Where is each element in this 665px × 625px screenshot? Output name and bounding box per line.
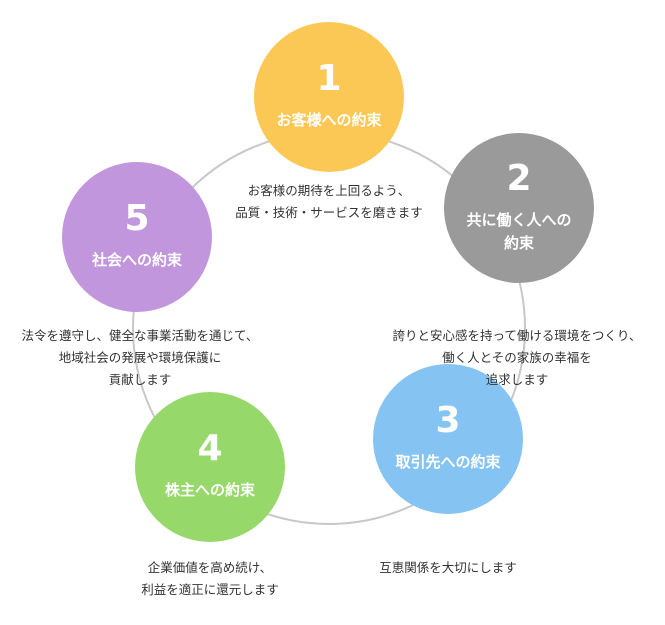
description-customer: お客様の期待を上回るよう、 品質・技術・サービスを磨きます (196, 180, 462, 224)
description-line: 互恵関係を大切にします (379, 560, 517, 575)
description-line: 企業価値を高め続け、 (147, 560, 273, 575)
node-customer: 1 お客様への約束 (254, 22, 404, 172)
description-shareholders: 企業価値を高め続け、 利益を適正に還元します (110, 557, 310, 601)
node-title: 社会への約束 (92, 249, 182, 272)
description-line: 利益を適正に還元します (141, 582, 279, 597)
description-line: お客様の期待を上回るよう、 (247, 183, 411, 198)
node-title-line: お客様への約束 (276, 111, 382, 130)
description-line: 貢献します (108, 372, 172, 387)
description-line: 地域社会の発展や環境保護に (58, 350, 222, 365)
node-number: 3 (435, 400, 461, 442)
node-title-line: 共に働く人への (466, 210, 572, 229)
node-number: 1 (316, 58, 342, 100)
node-title: 株主への約束 (165, 479, 255, 502)
description-partners: 互恵関係を大切にします (346, 557, 550, 579)
node-number: 4 (197, 428, 223, 470)
node-number: 5 (124, 198, 150, 240)
node-title-line: 取引先への約束 (395, 453, 501, 472)
description-society: 法令を遵守し、健全な事業活動を通じて、 地域社会の発展や環境保護に 貢献します (0, 325, 280, 391)
description-line: 追求します (485, 372, 549, 387)
description-line: 品質・技術・サービスを磨きます (235, 205, 423, 220)
node-title: 共に働く人への 約束 (466, 209, 571, 256)
node-employees: 2 共に働く人への 約束 (444, 133, 594, 283)
description-employees: 誇りと安心感を持って働ける環境をつくり、 働く人とその家族の幸福を 追求します (372, 325, 662, 391)
node-title-line: 株主への約束 (164, 481, 255, 500)
description-line: 働く人とその家族の幸福を (442, 350, 592, 365)
node-title-line: 社会への約束 (91, 251, 182, 270)
node-shareholders: 4 株主への約束 (135, 392, 285, 542)
node-title: 取引先への約束 (395, 451, 500, 474)
description-line: 法令を遵守し、健全な事業活動を通じて、 (21, 328, 259, 343)
node-society: 5 社会への約束 (62, 162, 212, 312)
description-line: 誇りと安心感を持って働ける環境をつくり、 (392, 328, 642, 343)
node-title-line: 約束 (503, 234, 534, 252)
node-number: 2 (506, 157, 532, 199)
node-partners: 3 取引先への約束 (373, 364, 523, 514)
node-title: お客様への約束 (276, 109, 381, 132)
